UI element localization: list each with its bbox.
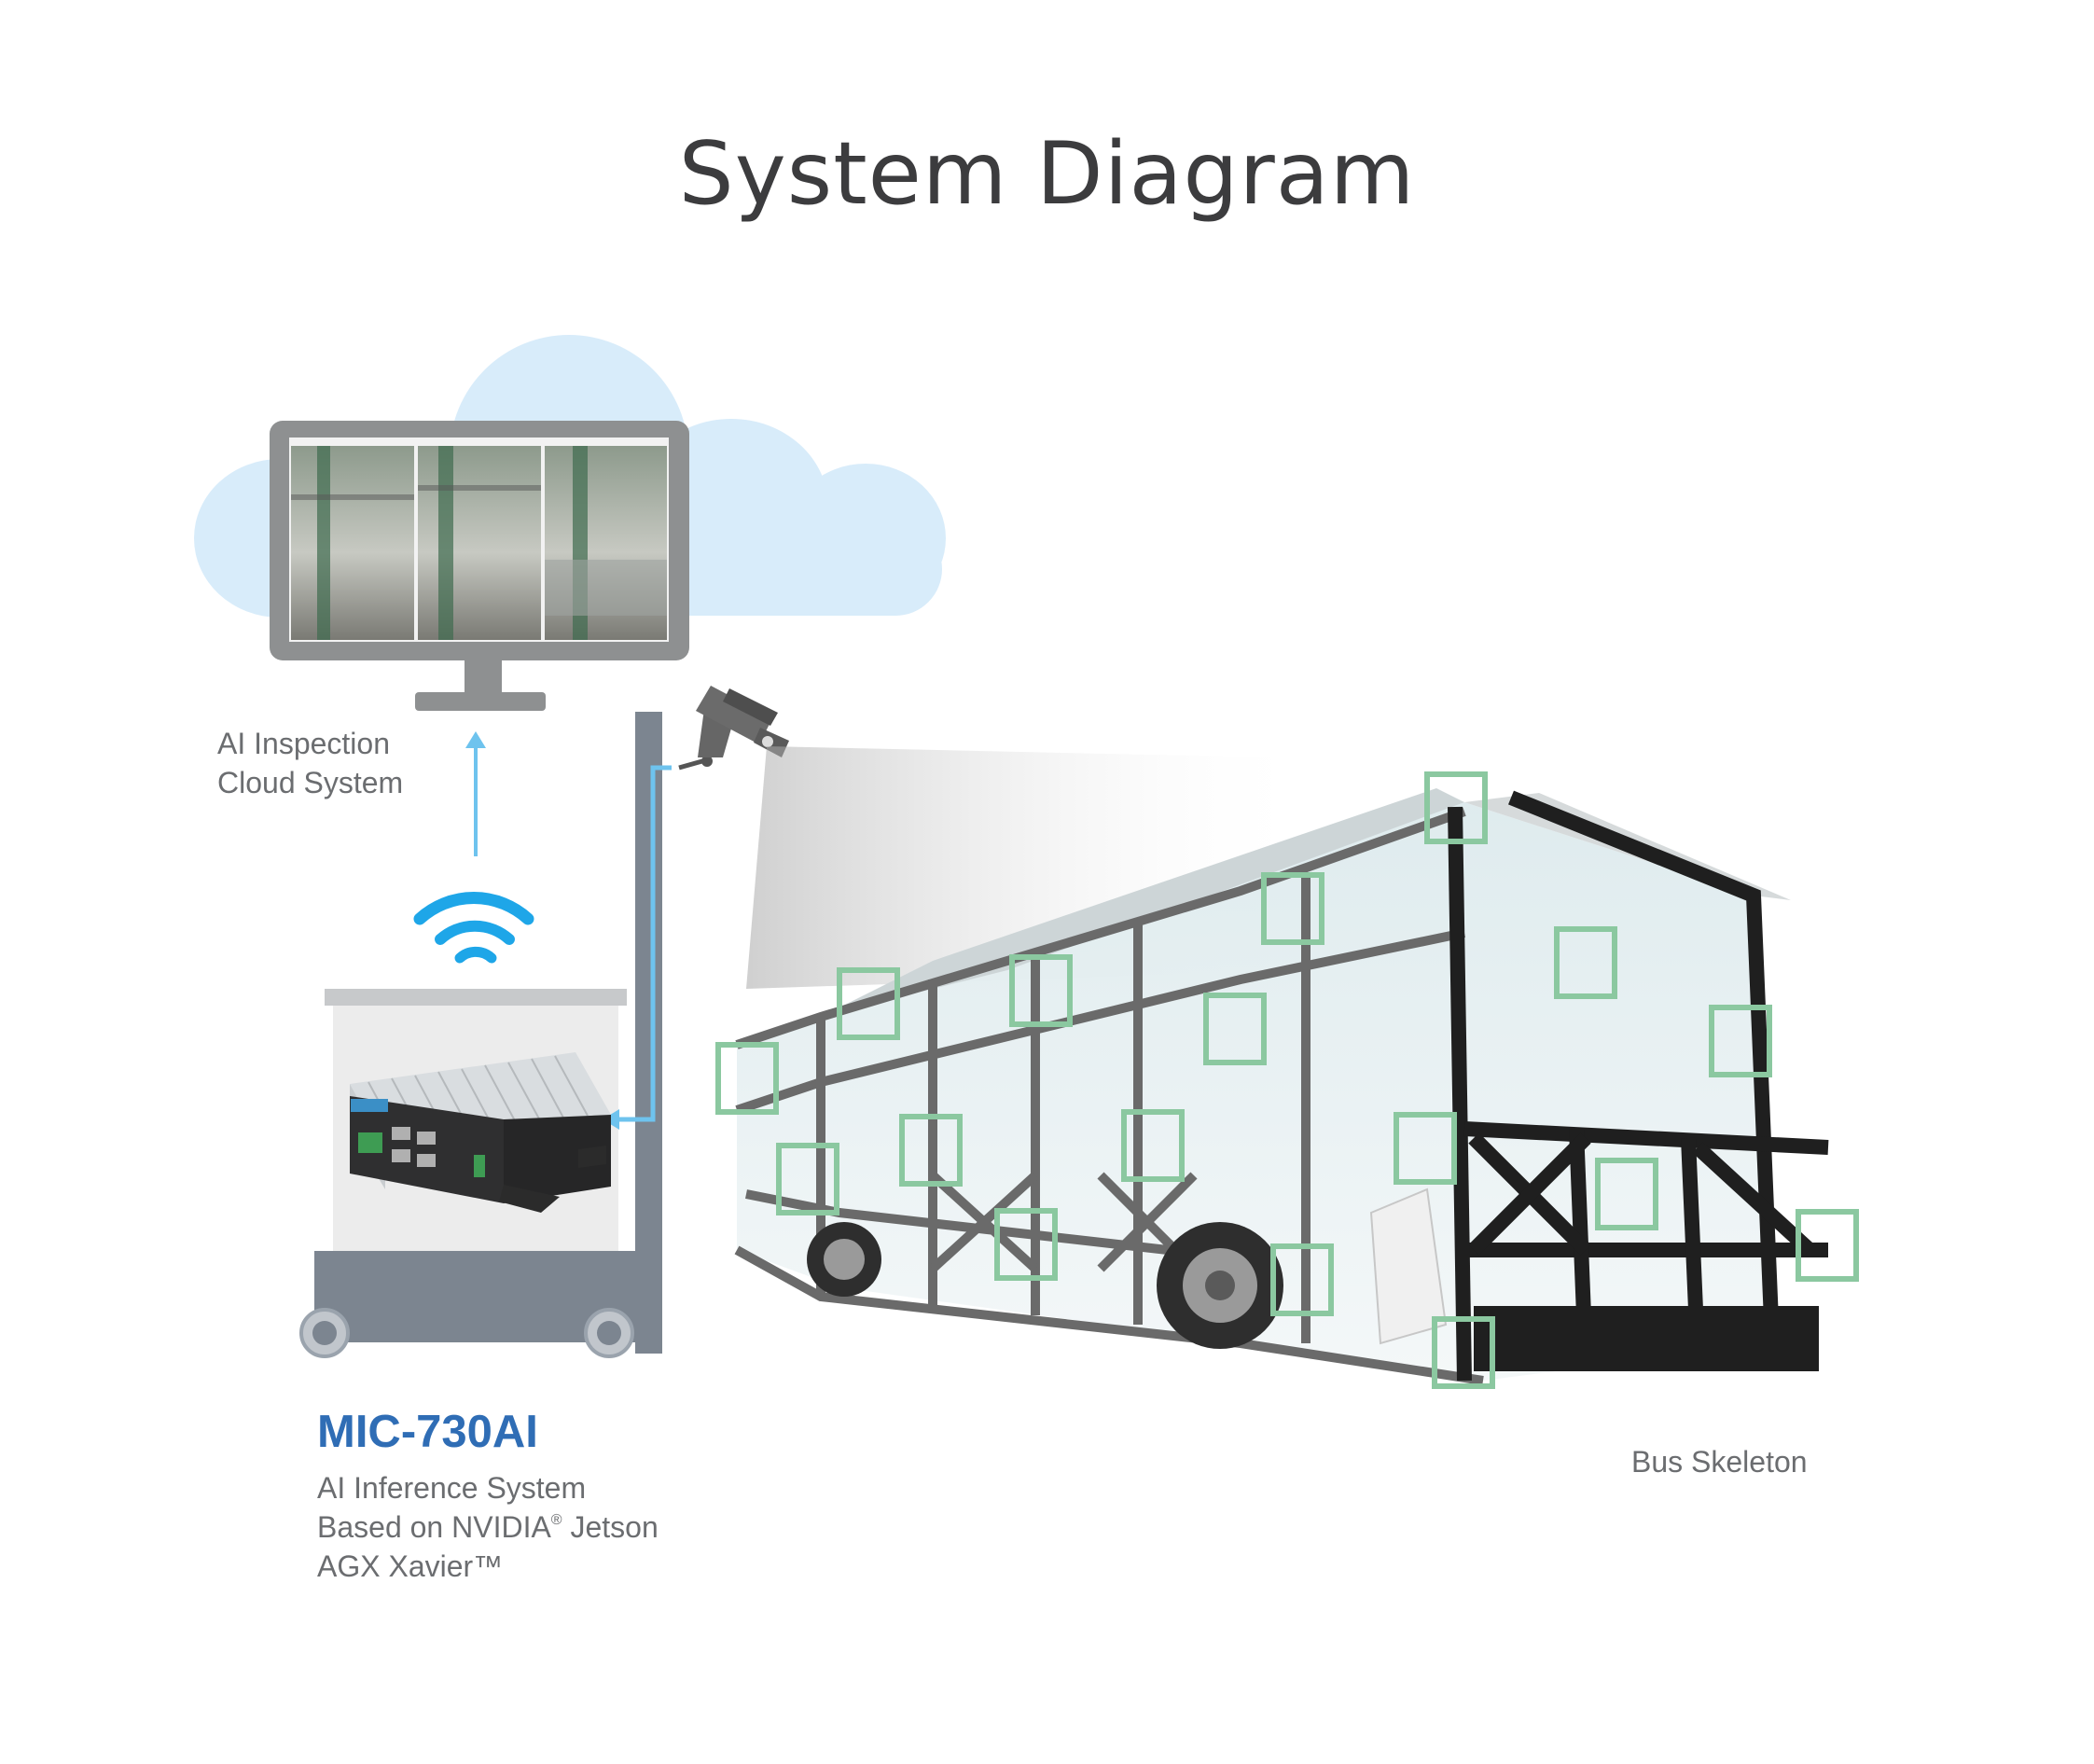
detection-box: [1009, 954, 1073, 1027]
product-desc-line2: Based on NVIDIA® Jetson: [317, 1507, 659, 1547]
detection-box: [837, 967, 900, 1040]
registered-mark: ®: [550, 1512, 562, 1528]
detection-box: [776, 1143, 839, 1215]
cloud-system-line1: AI Inspection: [217, 727, 390, 760]
detection-box: [1270, 1243, 1334, 1316]
product-desc-line1: AI Inference System: [317, 1471, 587, 1505]
page-title: System Diagram: [678, 123, 1416, 224]
detection-box: [1554, 926, 1617, 999]
product-desc-line2-suffix: Jetson: [562, 1510, 659, 1544]
product-desc-line2-prefix: Based on NVIDIA: [317, 1510, 551, 1544]
detection-box: [1121, 1109, 1185, 1182]
product-description: AI Inference System Based on NVIDIA® Jet…: [317, 1468, 659, 1586]
monitor-icon: [270, 421, 689, 711]
detection-box: [1261, 872, 1324, 945]
detection-box: [899, 1114, 963, 1187]
product-desc-line3: AGX Xavier™: [317, 1549, 504, 1583]
device-icon: [350, 1052, 611, 1213]
detection-box: [1203, 993, 1267, 1065]
detection-box: [1796, 1209, 1859, 1282]
product-name: MIC-730AI: [317, 1407, 538, 1457]
detection-box: [1595, 1158, 1658, 1230]
cloud-system-line2: Cloud System: [217, 766, 404, 799]
cloud-system-label: AI Inspection Cloud System: [217, 724, 403, 802]
detection-box: [994, 1208, 1058, 1281]
camera-icon: [678, 686, 789, 771]
bus-skeleton-label: Bus Skeleton: [1631, 1445, 1808, 1479]
cart-icon: [299, 712, 662, 1358]
detection-box: [715, 1042, 779, 1115]
detection-boxes: [715, 771, 1859, 1389]
detection-box: [1394, 1112, 1457, 1185]
wifi-icon: [413, 892, 534, 964]
detection-box: [1432, 1316, 1495, 1389]
detection-box: [1424, 771, 1488, 844]
arrow-up-icon: [465, 731, 486, 856]
detection-box: [1709, 1005, 1772, 1077]
